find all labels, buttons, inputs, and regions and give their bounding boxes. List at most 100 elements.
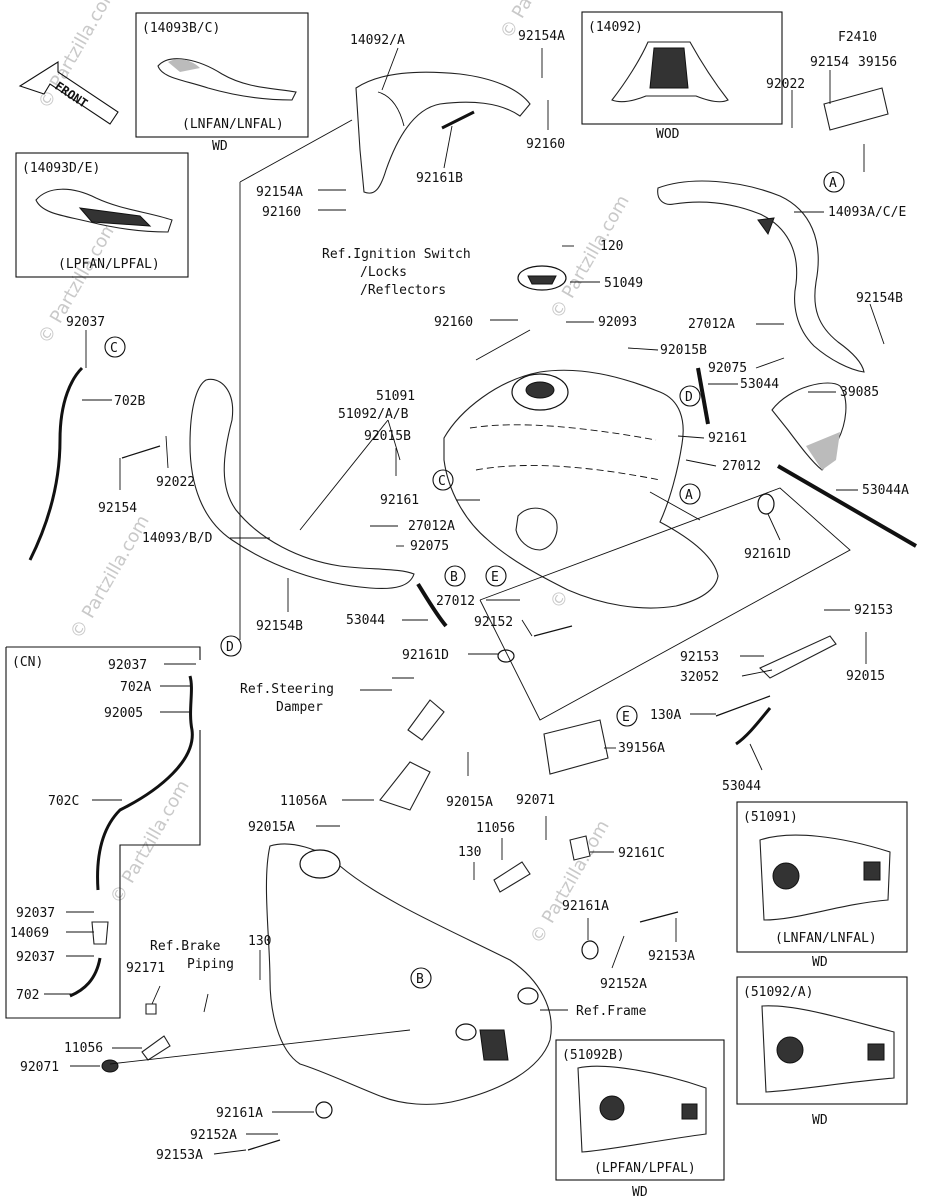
parts <box>28 71 918 1151</box>
part-label: 51091 <box>376 389 415 404</box>
callout-d-right: D <box>685 390 693 405</box>
part-label: 92152A <box>600 977 647 992</box>
callout-a-top: A <box>829 176 837 191</box>
part-label: 14092/A <box>350 33 405 48</box>
part-label: 130A <box>650 708 681 723</box>
ref-ignition-line1: Ref.Ignition Switch <box>322 247 471 262</box>
inset-title: (14092) <box>588 20 643 35</box>
part-label: 27012 <box>436 594 475 609</box>
inset-title: (51092B) <box>562 1048 625 1063</box>
part-label: 92015A <box>446 795 493 810</box>
callout-c-left: C <box>110 341 118 356</box>
ref-frame: Ref.Frame <box>576 1004 647 1019</box>
part-label: 92005 <box>104 706 143 721</box>
part-label: 92154 <box>98 501 137 516</box>
part-label: 92015B <box>364 429 411 444</box>
callout-a-mid: A <box>685 488 693 503</box>
watermark: © Partzilla.com <box>526 817 614 948</box>
part-label: 51049 <box>604 276 643 291</box>
part-label: 92153 <box>854 603 893 618</box>
inset-caption: (LNFAN/LNFAL) <box>775 931 877 946</box>
part-label: 92161D <box>744 547 791 562</box>
part-label: 32052 <box>680 670 719 685</box>
part-label: 92015B <box>660 343 707 358</box>
inset-51092-a: (51092/A) WD <box>736 976 908 1128</box>
ref-brake-line2: Piping <box>187 957 234 972</box>
part-label: 51092/A/B <box>338 407 409 422</box>
inset-title: (51092/A) <box>743 985 813 1000</box>
part-label: 92154B <box>856 291 903 306</box>
part-label: 702B <box>114 394 145 409</box>
part-label: 702 <box>16 988 39 1003</box>
part-label: 27012A <box>688 317 735 332</box>
part-label: 130 <box>248 934 271 949</box>
part-label: 92154A <box>518 29 565 44</box>
inset-51091: (51091) (LNFAN/LNFAL) WD <box>736 801 908 970</box>
part-label: 11056 <box>476 821 515 836</box>
part-label: 92037 <box>16 950 55 965</box>
ref-ignition-line3: /Reflectors <box>360 283 446 298</box>
part-label: 11056A <box>280 794 327 809</box>
callout-c-mid: C <box>438 474 446 489</box>
part-label: 92022 <box>766 77 805 92</box>
part-label: 27012 <box>722 459 761 474</box>
part-label: 92154A <box>256 185 303 200</box>
part-label: 92015A <box>248 820 295 835</box>
callout-d-cn: D <box>226 640 234 655</box>
part-label: 92071 <box>20 1060 59 1075</box>
part-label: 92161C <box>618 846 665 861</box>
inset-51092b: (51092B) (LPFAN/LPFAL) WD <box>555 1039 725 1200</box>
part-label: 53044A <box>862 483 909 498</box>
part-label: 92153A <box>648 949 695 964</box>
part-label: 92171 <box>126 961 165 976</box>
part-label: 53044 <box>346 613 385 628</box>
ref-steering-line2: Damper <box>276 700 323 715</box>
part-label: 39085 <box>840 385 879 400</box>
reference-notes: Ref.Ignition Switch /Locks /Reflectors R… <box>150 247 647 1019</box>
watermark: © Partzilla.com <box>106 777 194 908</box>
part-label: 39156 <box>858 55 897 70</box>
callout-e-bottom: E <box>622 710 630 725</box>
part-label: 92037 <box>16 906 55 921</box>
part-label: 92153 <box>680 650 719 665</box>
inset-title: (51091) <box>743 810 798 825</box>
inset-caption: (LPFAN/LPFAL) <box>58 257 160 272</box>
inset-under: WD <box>632 1185 648 1200</box>
inset-14092: (14092) WOD <box>581 11 783 142</box>
part-label: 92161 <box>708 431 747 446</box>
callout-b-mid: B <box>450 570 458 585</box>
part-label: 92160 <box>526 137 565 152</box>
part-label: 53044 <box>722 779 761 794</box>
part-label: 92152 <box>474 615 513 630</box>
part-label: 11056 <box>64 1041 103 1056</box>
watermark: © Partzilla.com <box>546 192 634 323</box>
inset-caption: (LPFAN/LPFAL) <box>594 1161 696 1176</box>
part-label: 92161B <box>416 171 463 186</box>
part-label: 702A <box>120 680 151 695</box>
inset-14093b-c: (14093B/C) (LNFAN/LNFAL) WD <box>135 12 309 154</box>
part-label: 14093A/C/E <box>828 205 906 220</box>
part-label: 92161A <box>562 899 609 914</box>
part-labels: 14092/A 92154A 92160 92154A 92160 92161B… <box>10 29 909 1163</box>
inset-under: WD <box>212 139 228 154</box>
part-label: 53044 <box>740 377 779 392</box>
callout-circles: A C D C A B E D E B <box>104 171 845 989</box>
part-label: 130 <box>458 845 481 860</box>
part-label: 92153A <box>156 1148 203 1163</box>
part-label: 92161 <box>380 493 419 508</box>
part-label: 92160 <box>262 205 301 220</box>
diagram-code: F2410 <box>838 30 877 45</box>
callout-e-mid: E <box>491 570 499 585</box>
part-label: 92075 <box>708 361 747 376</box>
inset-14093d-e: (14093D/E) (LPFAN/LPFAL) <box>15 152 189 278</box>
inset-under: WOD <box>656 127 680 142</box>
part-label: 14093/B/D <box>142 531 213 546</box>
part-label: 92037 <box>66 315 105 330</box>
part-label: 702C <box>48 794 79 809</box>
part-label: 92071 <box>516 793 555 808</box>
part-label: 92075 <box>410 539 449 554</box>
inset-under: WD <box>812 955 828 970</box>
callout-b-bottom: B <box>416 972 424 987</box>
inset-title: (14093B/C) <box>142 21 220 36</box>
